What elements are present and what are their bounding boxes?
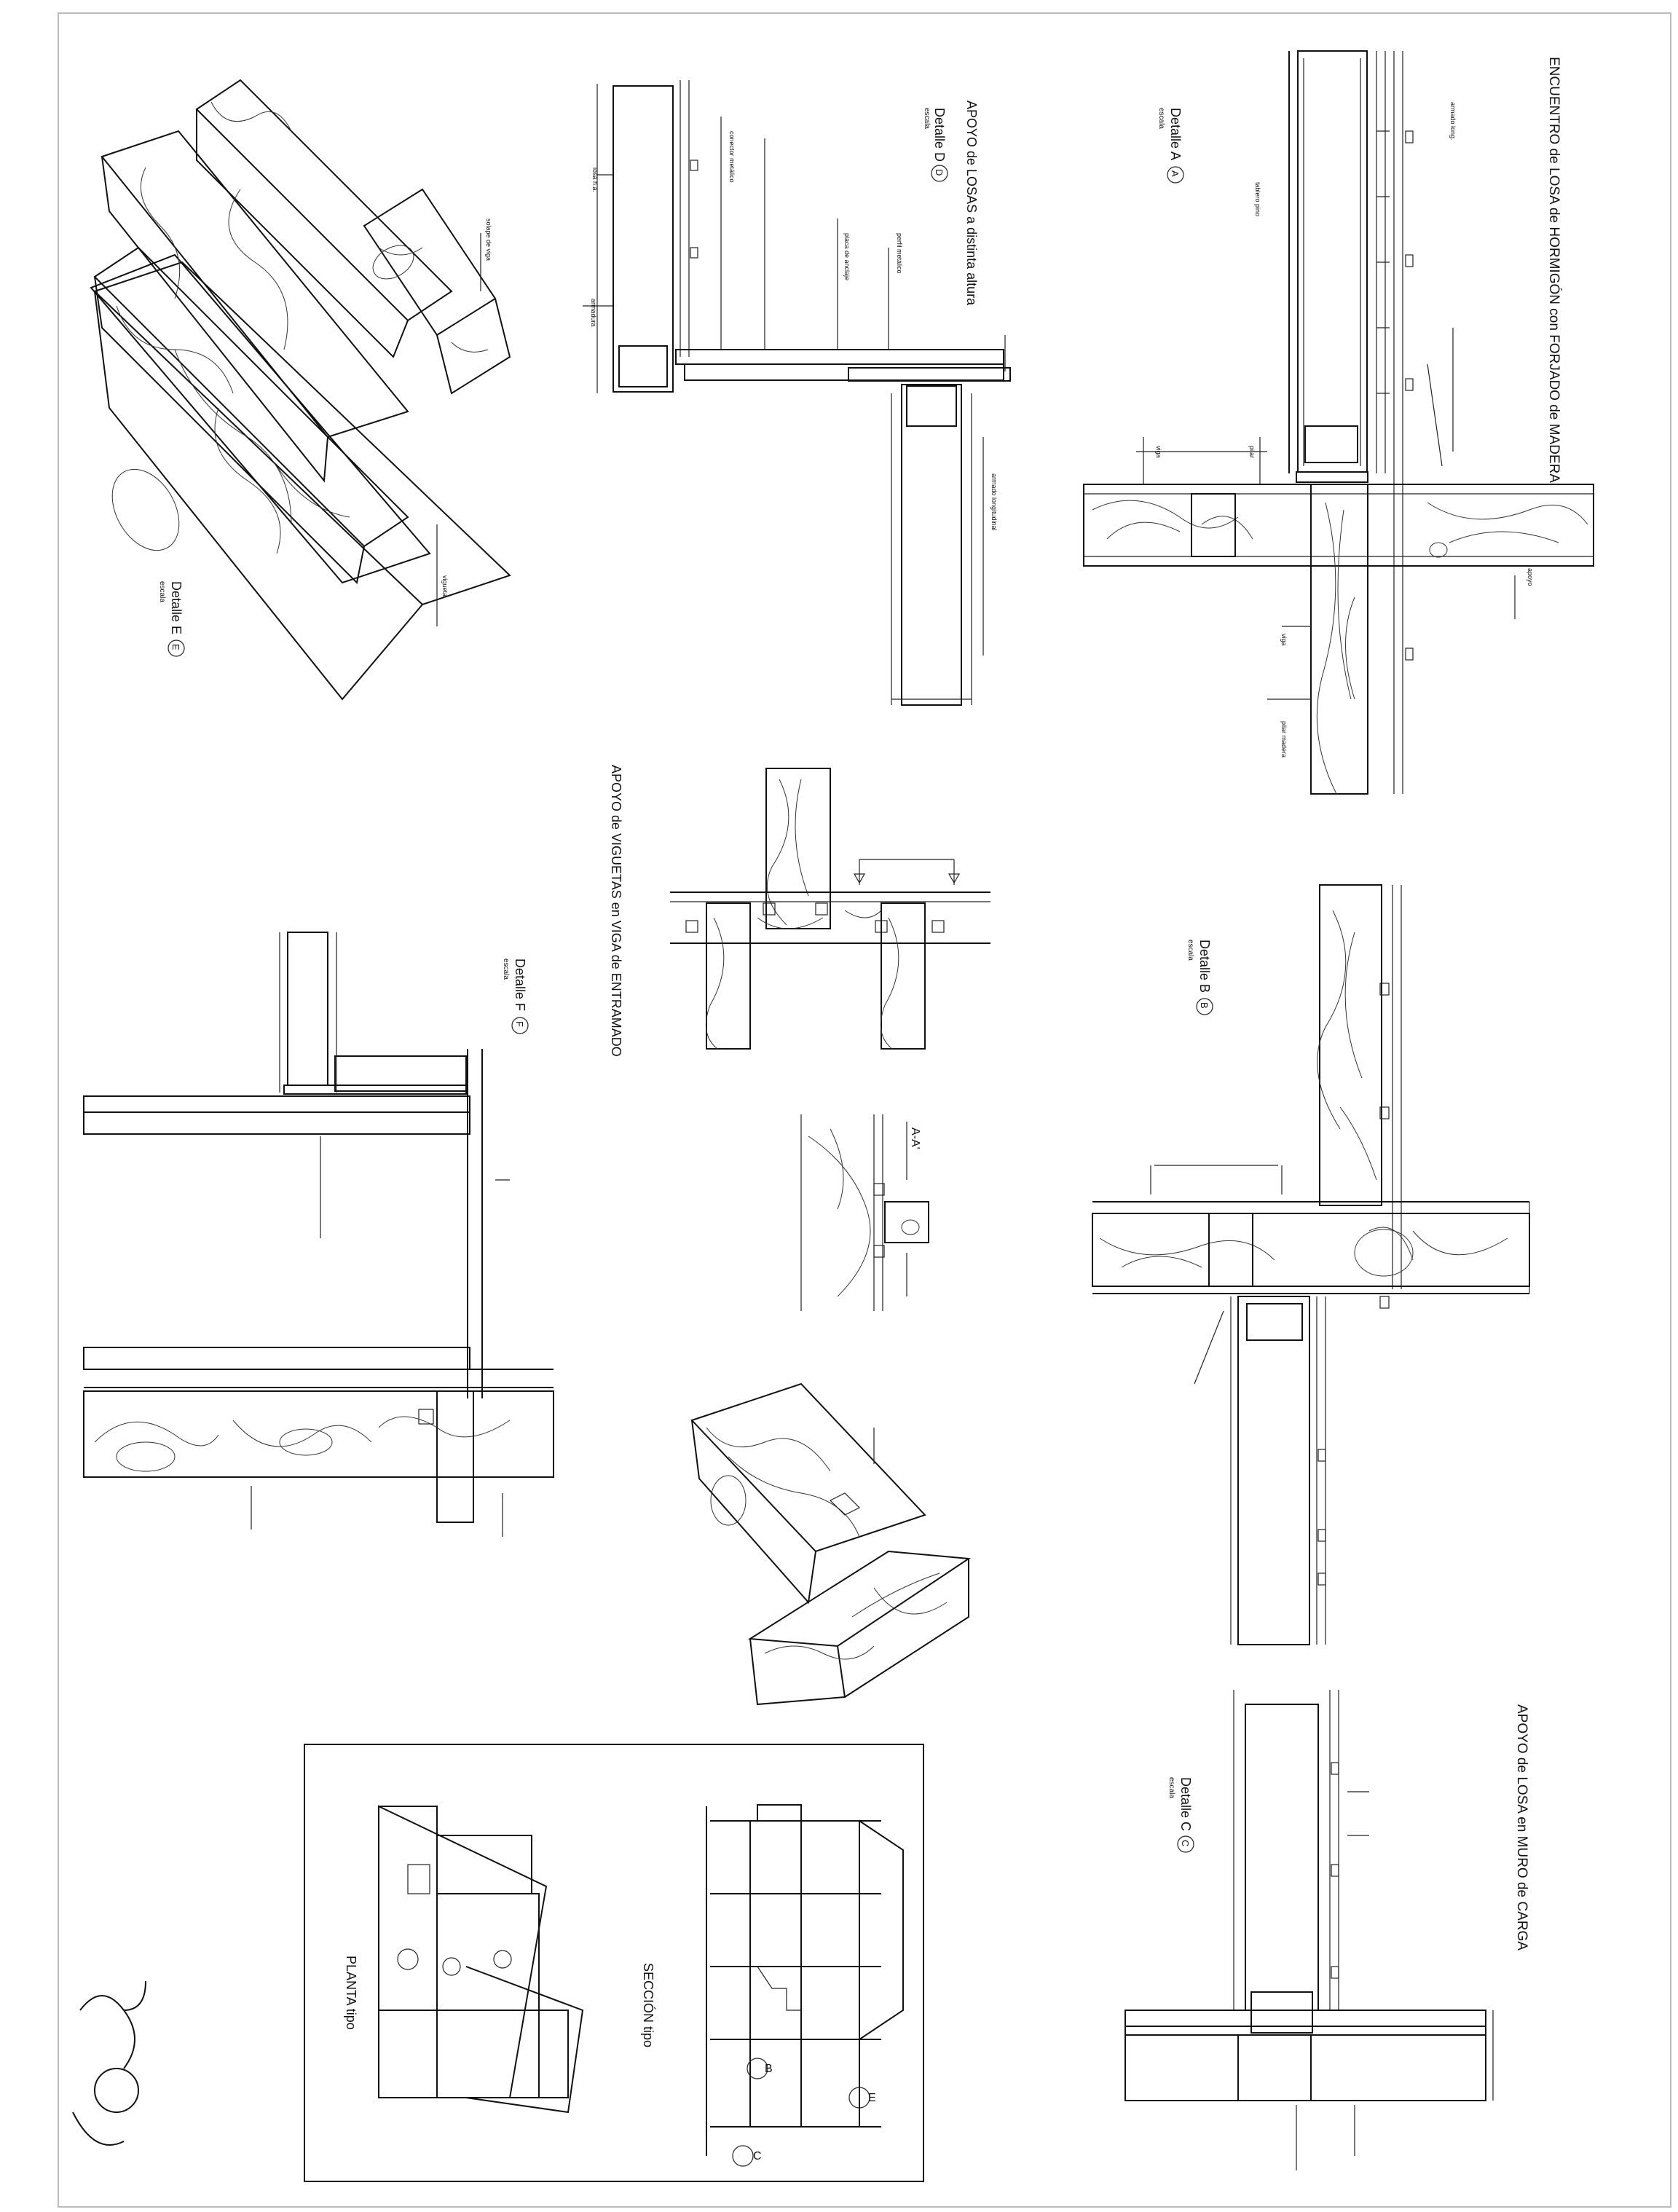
svg-text:vigueta: vigueta: [441, 575, 449, 597]
svg-text:pilar madera: pilar madera: [1280, 721, 1288, 757]
svg-text:pilar: pilar: [1248, 446, 1256, 458]
svg-text:conector metálico: conector metálico: [728, 131, 736, 183]
detail-a-annotations: tablero pino armado long. viga pilar apo…: [1155, 102, 1534, 757]
svg-text:viga: viga: [1280, 634, 1288, 646]
svg-text:armadura: armadura: [590, 299, 597, 327]
main-title: ENCUENTRO de LOSA de HORMIGÓN con FORJAD…: [1546, 57, 1562, 483]
svg-text:armado long.: armado long.: [1449, 102, 1457, 141]
apoyo-viguetas-label: APOYO de VIGUETAS en VIGA de ENTRAMADO: [609, 765, 623, 1057]
key-marker-b: B: [765, 2063, 773, 2075]
detail-d-scale: escala: [923, 108, 931, 129]
detail-d-isometric: [690, 1382, 971, 1706]
detail-f-letter: F: [514, 1021, 525, 1027]
detail-b-title: Detalle B: [1197, 940, 1212, 993]
key-floor-plan: [378, 1805, 584, 2114]
detail-b-label: Detalle B escala B: [1186, 940, 1213, 1015]
planta-label: PLANTA tipo: [344, 1956, 358, 2030]
caption-apoyo-losas: APOYO de LOSAS a distinta altura: [964, 101, 979, 306]
losas-annotations: losa h.a. armadura conector metálico pla…: [590, 131, 998, 531]
caption-apoyo-muro: APOYO de LOSA en MURO de CARGA: [1514, 1704, 1529, 1951]
section-aa-drawing: [800, 1114, 929, 1311]
detail-f-title: Detalle F: [513, 959, 527, 1011]
detail-e-title: Detalle E: [169, 581, 184, 634]
losas-distinta-altura-drawing: [583, 80, 1011, 706]
detail-f-label: Detalle F escala F: [502, 959, 529, 1034]
detail-c-letter: C: [1180, 1840, 1191, 1846]
north-arrow-icon: [72, 1980, 146, 2146]
detail-a-label: Detalle A escala A: [1157, 108, 1184, 184]
svg-text:viga: viga: [1155, 446, 1162, 458]
detail-c-title: Detalle C: [1178, 1777, 1193, 1831]
detail-e-scale: escala: [158, 581, 166, 602]
section-aa-label: A-A': [909, 1127, 921, 1149]
svg-text:solape de viga: solape de viga: [485, 219, 492, 261]
detail-c-label: Detalle C escala C: [1167, 1777, 1194, 1853]
key-marker-c: C: [753, 2150, 762, 2162]
detail-e-label: Detalle E escala E: [158, 581, 185, 657]
detail-b-letter: B: [1199, 1002, 1210, 1009]
detail-a-letter: A: [1170, 170, 1181, 177]
detail-e-annotations: solape de viga vigueta: [441, 219, 492, 597]
key-section: B E C: [706, 1804, 904, 2167]
detail-f-scale: escala: [502, 959, 510, 980]
key-plan-frame: [304, 1744, 924, 2182]
svg-text:armado longitudinal: armado longitudinal: [990, 473, 998, 531]
detail-f-drawing: [83, 932, 554, 1537]
detail-d-letter: D: [934, 169, 945, 176]
svg-text:apoyo: apoyo: [1527, 568, 1534, 586]
svg-text:losa h.a.: losa h.a.: [591, 168, 599, 192]
detail-a-drawing: [1083, 50, 1594, 795]
detail-d-title: Detalle D: [932, 108, 947, 162]
svg-text:placa de anclaje: placa de anclaje: [843, 233, 851, 280]
detail-e-letter: E: [170, 644, 181, 650]
svg-text:tablero pino: tablero pino: [1254, 182, 1261, 216]
detail-b-drawing: [1092, 884, 1530, 1645]
detail-a-scale: escala: [1157, 108, 1165, 129]
detail-a-title: Detalle A: [1168, 108, 1183, 160]
detail-c-drawing: [1124, 1690, 1494, 2170]
detail-b-scale: escala: [1186, 940, 1194, 961]
seccion-label: SECCIÓN tipo: [641, 1963, 656, 2047]
losas-distinta-altura-label: APOYO de LOSAS a distinta altura Detalle…: [923, 101, 979, 306]
sheet-border: [58, 12, 1671, 2208]
caption-apoyo-viguetas: APOYO de VIGUETAS en VIGA de ENTRAMADO: [609, 765, 623, 1057]
key-marker-e: E: [868, 2092, 876, 2104]
apoyo-viguetas-drawing: [670, 768, 990, 1050]
detail-c-scale: escala: [1167, 1777, 1175, 1798]
detail-e-isometric: [90, 79, 511, 701]
svg-text:perfil metálico: perfil metálico: [896, 233, 903, 274]
